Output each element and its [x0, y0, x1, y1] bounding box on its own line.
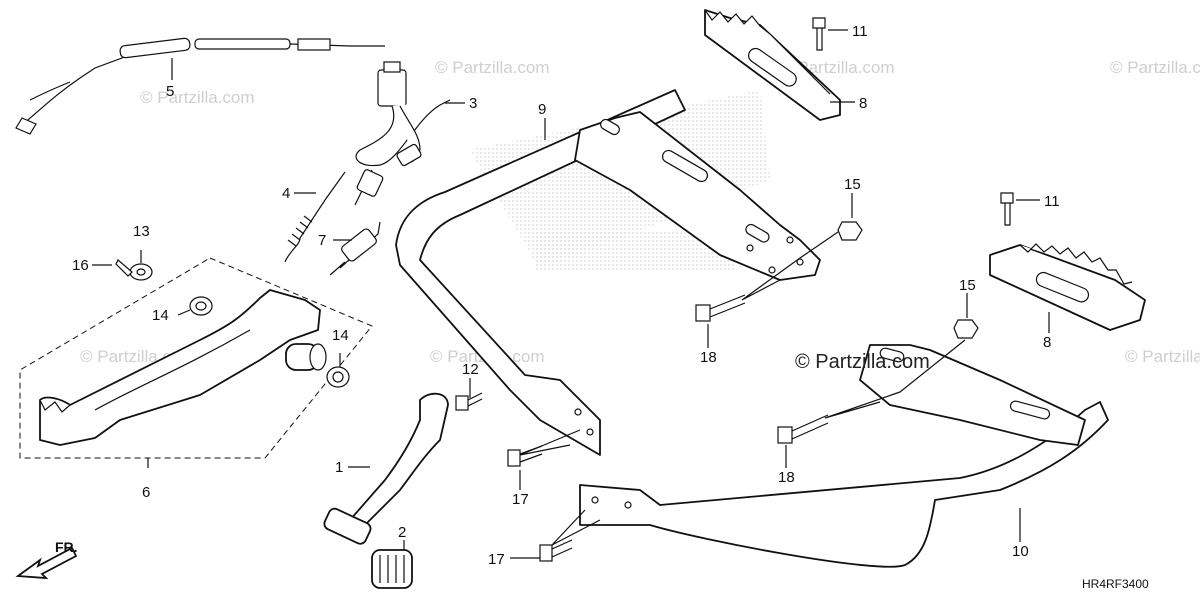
callout-5: 5 — [166, 83, 174, 100]
watermark: © Partzilla.com — [1125, 347, 1200, 366]
callout-8a: 8 — [859, 95, 867, 112]
callout-3: 3 — [469, 95, 477, 112]
callout-15b: 15 — [959, 277, 976, 294]
brake-switch[interactable] — [354, 61, 451, 206]
nut-part-15a[interactable] — [837, 221, 863, 241]
bolt-part-18b[interactable] — [777, 414, 829, 444]
callout-15a: 15 — [844, 176, 861, 193]
callout-4: 4 — [282, 185, 290, 202]
callout-1: 1 — [335, 459, 343, 476]
callout-12: 12 — [462, 361, 479, 378]
callout-6: 6 — [142, 484, 150, 501]
footpeg-upper[interactable] — [704, 9, 841, 121]
footpeg-lower[interactable] — [989, 243, 1146, 331]
callout-18a: 18 — [700, 349, 717, 366]
pedal-rubber-part-2[interactable] — [371, 549, 413, 589]
front-label: FR. — [55, 539, 78, 555]
spring-part-7[interactable] — [329, 221, 381, 276]
callout-11a: 11 — [852, 23, 868, 40]
front-arrow-icon — [15, 546, 78, 580]
callout-11b: 11 — [1044, 193, 1060, 210]
watermark: © Partzilla.com — [140, 88, 255, 107]
watermark: © Partzilla.com — [1110, 58, 1200, 77]
callouts: 5 3 4 7 16 13 14 14 6 1 2 12 17 17 9 10 … — [72, 23, 1060, 568]
callout-9: 9 — [538, 101, 546, 118]
callout-17a: 17 — [512, 491, 529, 508]
bolt-part-12[interactable] — [455, 392, 483, 411]
gear-pedal[interactable] — [322, 392, 449, 546]
bolt-part-17a[interactable] — [507, 445, 543, 467]
callout-2: 2 — [398, 524, 406, 541]
callout-14b: 14 — [332, 327, 349, 344]
callout-7: 7 — [318, 232, 326, 249]
bolt-part-18a[interactable] — [695, 294, 746, 322]
callout-18b: 18 — [778, 469, 795, 486]
callout-16: 16 — [72, 257, 89, 274]
callout-13: 13 — [133, 223, 150, 240]
drawing-code: HR4RF3400 — [1082, 577, 1149, 591]
step-bar-lower[interactable] — [579, 344, 1109, 568]
front-direction-indicator: FR. — [15, 539, 78, 580]
callout-8b: 8 — [1043, 334, 1051, 351]
cotter-pin-part-16[interactable] — [115, 259, 133, 277]
washer-part-13[interactable] — [129, 263, 153, 281]
spring-part-4[interactable] — [284, 171, 346, 263]
bushing-part-14[interactable] — [189, 296, 213, 316]
bushing-part-14b[interactable] — [326, 366, 350, 388]
leader-lines — [92, 29, 1050, 559]
brake-pedal-assembly[interactable] — [19, 257, 373, 459]
callout-10: 10 — [1012, 543, 1029, 560]
watermark: © Partzilla.com — [435, 58, 550, 77]
callout-14a: 14 — [152, 307, 169, 324]
callout-17b: 17 — [488, 551, 505, 568]
bolt-part-11b[interactable] — [1000, 192, 1014, 226]
bolt-part-11a[interactable] — [812, 17, 826, 51]
bolt-part-17b[interactable] — [539, 539, 573, 562]
nut-part-15b[interactable] — [953, 319, 979, 339]
center-watermark: © Partzilla.com — [795, 351, 930, 373]
brake-cable[interactable] — [15, 37, 385, 135]
step-bar-upper[interactable] — [395, 89, 821, 456]
